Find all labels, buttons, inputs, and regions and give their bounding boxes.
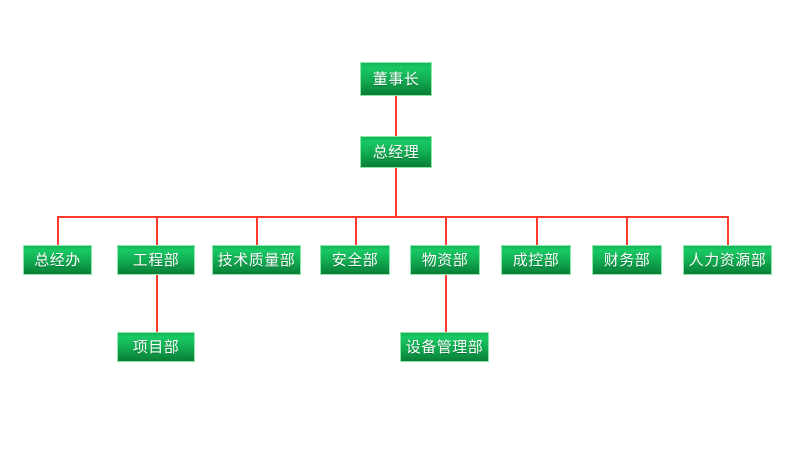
connector-drop-safety [355, 216, 357, 245]
node-label: 项目部 [132, 338, 180, 356]
node-label: 技术质量部 [217, 251, 296, 269]
node-label: 总经理 [372, 143, 420, 161]
node-label: 人力资源部 [688, 251, 767, 269]
connector-drop-tech-quality [256, 216, 258, 245]
connector-engineering-to-project [156, 275, 158, 332]
node-safety[interactable]: 安全部 [320, 245, 390, 275]
connector-bus [57, 216, 727, 218]
connector-materials-to-equipment [445, 275, 447, 332]
node-label: 安全部 [331, 251, 379, 269]
node-cost-control[interactable]: 成控部 [501, 245, 571, 275]
connector-drop-gm-office [57, 216, 59, 245]
connector-drop-human-resources [727, 216, 729, 245]
node-label: 董事长 [372, 70, 420, 88]
node-general-manager[interactable]: 总经理 [360, 136, 432, 168]
connector-gm-to-bus [395, 168, 397, 216]
node-label: 物资部 [421, 251, 469, 269]
node-project-dept[interactable]: 项目部 [117, 332, 195, 362]
node-gm-office[interactable]: 总经办 [23, 245, 92, 275]
node-label: 财务部 [603, 251, 651, 269]
node-engineering[interactable]: 工程部 [117, 245, 195, 275]
node-label: 成控部 [512, 251, 560, 269]
node-human-resources[interactable]: 人力资源部 [683, 245, 772, 275]
node-label: 设备管理部 [405, 338, 484, 356]
connector-drop-cost-control [536, 216, 538, 245]
connector-chairman-to-gm [395, 96, 397, 136]
node-label: 工程部 [132, 251, 180, 269]
connector-drop-engineering [156, 216, 158, 245]
connector-drop-materials [445, 216, 447, 245]
connector-drop-finance [626, 216, 628, 245]
node-materials[interactable]: 物资部 [410, 245, 480, 275]
node-tech-quality[interactable]: 技术质量部 [212, 245, 301, 275]
node-finance[interactable]: 财务部 [592, 245, 662, 275]
node-chairman[interactable]: 董事长 [360, 62, 432, 96]
node-equipment-mgmt[interactable]: 设备管理部 [400, 332, 489, 362]
node-label: 总经办 [34, 251, 81, 269]
